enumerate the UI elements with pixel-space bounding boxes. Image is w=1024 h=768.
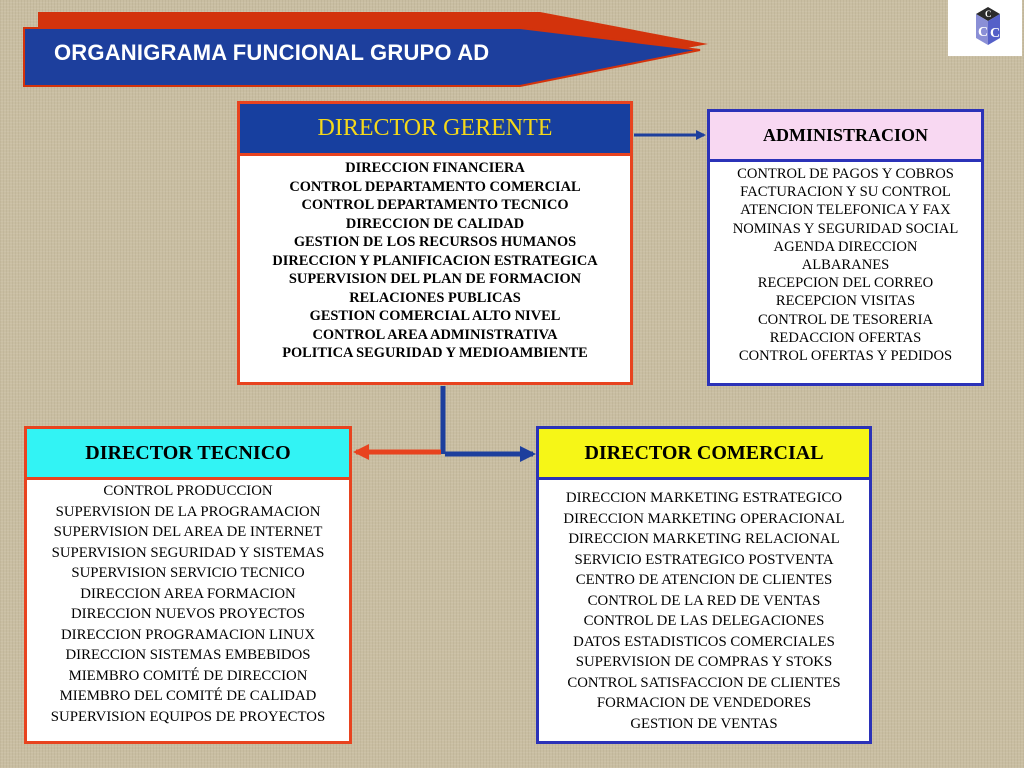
list-item: SUPERVISION DE COMPRAS Y STOKS [575,654,833,670]
list-item: CONTROL DE PAGOS Y COBROS [737,166,954,182]
list-item: DIRECCION MARKETING OPERACIONAL [563,510,845,527]
list-item: CENTRO DE ATENCION DE CLIENTES [575,572,833,588]
list-item: DIRECCION FINANCIERA [345,160,525,176]
list-item: MIEMBRO DEL COMITÉ DE CALIDAD [59,688,317,704]
director-gerente-title: DIRECTOR GERENTE [240,104,630,156]
list-item: CONTROL OFERTAS Y PEDIDOS [738,348,953,365]
list-item: RELACIONES PUBLICAS [349,289,521,306]
director-comercial-title: DIRECTOR COMERCIAL [539,429,869,480]
list-item: CONTROL DEPARTAMENTO TECNICO [301,197,569,213]
list-item: SUPERVISION SEGURIDAD Y SISTEMAS [51,544,325,561]
administracion-title: ADMINISTRACION [710,112,981,162]
list-item: DIRECCION NUEVOS PROYECTOS [70,606,306,622]
director-tecnico-box: DIRECTOR TECNICO CONTROL PRODUCCION SUPER… [24,426,352,744]
list-item: CONTROL AREA ADMINISTRATIVA [312,326,558,343]
list-item: DATOS ESTADISTICOS COMERCIALES [573,633,835,650]
list-item: RECEPCION VISITAS [775,293,916,310]
list-item: SERVICIO ESTRATEGICO POSTVENTA [574,551,834,568]
list-item: MIEMBRO COMITÉ DE DIRECCION [68,667,308,684]
list-item: CONTROL DE TESORERIA [757,311,934,328]
company-logo: C C C [948,0,1022,56]
title-banner [23,12,708,87]
list-item: ALBARANES [801,257,890,274]
list-item: FACTURACION Y SU CONTROL [740,184,951,201]
administracion-list: CONTROL DE PAGOS Y COBROS FACTURACION Y S… [710,162,981,365]
list-item: DIRECCION MARKETING ESTRATEGICO [565,490,843,506]
list-item: SUPERVISION DE LA PROGRAMACION [55,503,321,520]
director-comercial-box: DIRECTOR COMERCIAL DIRECCION MARKETING E… [536,426,872,744]
list-item: DIRECCION SISTEMAS EMBEBIDOS [65,647,311,663]
list-item: ATENCION TELEFONICA Y FAX [740,202,951,219]
list-item: CONTROL SATISFACCION DE CLIENTES [567,674,841,691]
administracion-box: ADMINISTRACION CONTROL DE PAGOS Y COBROS… [707,109,984,386]
list-item: DIRECCION PROGRAMACION LINUX [60,626,316,643]
list-item: CONTROL PRODUCCION [103,483,273,499]
list-item: POLITICA SEGURIDAD Y MEDIOAMBIENTE [282,345,588,361]
list-item: SUPERVISION DEL PLAN DE FORMACION [288,271,582,287]
list-item: SUPERVISION SERVICIO TECNICO [71,565,305,581]
list-item: NOMINAS Y SEGURIDAD SOCIAL [732,220,959,237]
list-item: GESTION DE VENTAS [630,715,778,732]
list-item: GESTION COMERCIAL ALTO NIVEL [309,308,561,324]
list-item: REDACCION OFERTAS [769,329,922,346]
list-item: SUPERVISION DEL AREA DE INTERNET [53,524,323,540]
director-gerente-list: DIRECCION FINANCIERA CONTROL DEPARTAMENTO… [240,156,630,363]
page-title: ORGANIGRAMA FUNCIONAL GRUPO AD [54,40,490,65]
list-item: DIRECCION AREA FORMACION [80,585,296,602]
svg-text:C: C [990,26,1000,41]
director-gerente-box: DIRECTOR GERENTE DIRECCION FINANCIERA CON… [237,101,633,385]
cube-c-logo-icon: C C C [976,7,1000,45]
banner-blue-arrow [23,27,701,87]
svg-text:C: C [985,9,992,19]
list-item: FORMACION DE VENDEDORES [596,695,812,711]
list-item: CONTROL DEPARTAMENTO COMERCIAL [289,178,581,195]
director-comercial-list: DIRECCION MARKETING ESTRATEGICO DIRECCION… [539,480,869,734]
director-tecnico-title: DIRECTOR TECNICO [27,429,349,480]
list-item: GESTION DE LOS RECURSOS HUMANOS [293,234,577,250]
list-item: DIRECCION MARKETING RELACIONAL [568,531,840,547]
list-item: DIRECCION DE CALIDAD [345,215,525,232]
list-item: RECEPCION DEL CORREO [757,275,934,292]
list-item: SUPERVISION EQUIPOS DE PROYECTOS [50,708,326,725]
list-item: DIRECCION Y PLANIFICACION ESTRATEGICA [272,252,598,269]
list-item: AGENDA DIRECCION [773,238,918,255]
list-item: CONTROL DE LAS DELEGACIONES [583,613,825,629]
list-item: CONTROL DE LA RED DE VENTAS [587,592,821,609]
director-tecnico-list: CONTROL PRODUCCION SUPERVISION DE LA PROG… [27,480,349,727]
svg-text:C: C [978,25,988,40]
